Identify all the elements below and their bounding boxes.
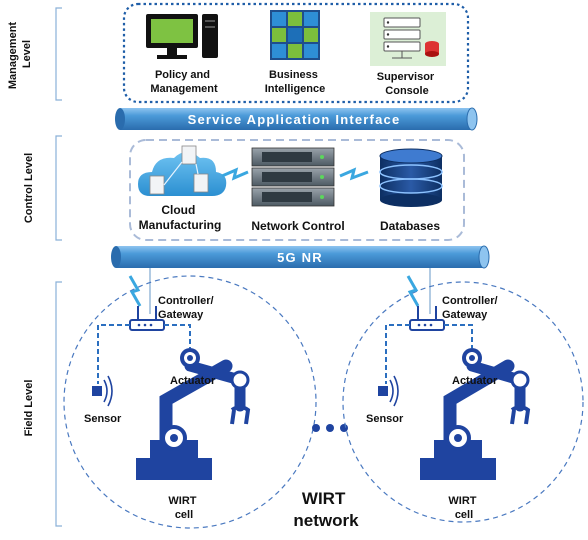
- field-level-label: Field Level: [23, 380, 35, 437]
- control-level-box: [129, 139, 465, 241]
- policy-management-label: Policy and Management: [150, 69, 218, 95]
- computer-monitor-icon: [146, 14, 218, 59]
- cloud-manufacturing-label: Cloud Manufacturing: [139, 203, 222, 232]
- service-application-interface-pipe: [115, 107, 478, 131]
- sensor-label: Sensor: [84, 413, 122, 425]
- management-level-label: Management Level: [7, 19, 33, 89]
- wirt-cell-left: Controller/ Gateway Sensor: [63, 275, 317, 529]
- 5g-nr-label: 5G NR: [277, 250, 323, 265]
- sensor-label: Sensor: [366, 413, 404, 425]
- network-control-server-icon: [251, 147, 335, 207]
- level-brackets: [55, 7, 62, 527]
- supervisor-console-icon: [370, 12, 446, 66]
- network-control-label: Network Control: [251, 219, 344, 233]
- cloud-manufacturing-icon: [138, 145, 227, 196]
- actuator-icon: [462, 348, 482, 368]
- service-application-interface-label: Service Application Interface: [188, 112, 401, 127]
- 5g-nr-pipe: [111, 245, 490, 269]
- controller-gateway-label: Controller/ Gateway: [442, 295, 501, 321]
- databases-label: Databases: [380, 219, 440, 233]
- sensor-icon: [378, 375, 399, 407]
- business-intelligence-label: Business Intelligence: [265, 69, 326, 95]
- wireless-link-icon: [339, 167, 369, 181]
- actuator-label: Actuator: [170, 375, 216, 387]
- sensor-icon: [92, 375, 113, 407]
- actuator-icon: [180, 348, 200, 368]
- database-icon: [379, 148, 443, 207]
- actuator-label: Actuator: [452, 375, 498, 387]
- router-icon: [409, 306, 445, 331]
- control-level-label: Control Level: [23, 153, 35, 223]
- wireless-link-icon: [128, 275, 142, 307]
- wirt-cell-right: Controller/ Gateway Sensor Actuator: [342, 275, 584, 523]
- business-intelligence-cube-icon: [270, 10, 320, 60]
- ellipsis-dots: [312, 424, 348, 432]
- robotic-arm-icon: [420, 359, 531, 480]
- wireless-link-icon: [406, 275, 420, 307]
- robotic-arm-icon: [136, 359, 251, 480]
- wireless-link-icon: [221, 167, 249, 181]
- supervisor-console-label: Supervisor Console: [377, 71, 438, 97]
- wirt-cell-label: WIRT cell: [448, 495, 479, 521]
- wirt-cell-label: WIRT cell: [168, 495, 199, 521]
- wirt-network-label: WIRT network: [293, 489, 359, 530]
- controller-gateway-label: Controller/ Gateway: [158, 295, 217, 321]
